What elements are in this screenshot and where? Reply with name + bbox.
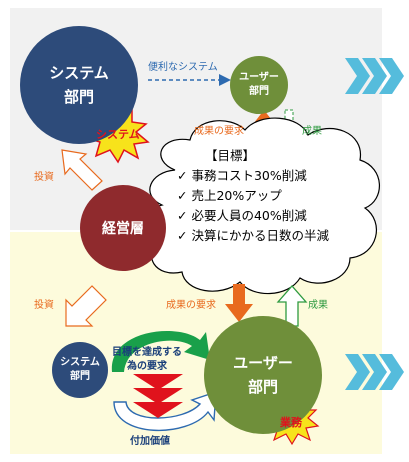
demand-results-label-top: 成果の要求 [194, 126, 244, 137]
goal-item: ✓ 必要人員の40%削減 [177, 208, 307, 223]
added-value-label: 付加価値 [130, 436, 170, 447]
investment-label-bottom: 投資 [34, 300, 54, 311]
results-arrow-bottom [276, 285, 308, 327]
investment-label-top: 投資 [34, 172, 54, 183]
user-department-node-top: ユーザー 部門 [230, 56, 288, 114]
system-department-node-bottom: システム 部門 [52, 342, 108, 398]
results-label-top: 成果 [302, 126, 322, 137]
convenient-system-label: 便利なシステム [148, 62, 218, 73]
management-node: 経営層 [80, 185, 166, 271]
goal-item: ✓ 事務コスト30%削減 [177, 168, 307, 183]
goal-requirement-label: 目標を達成する 為の要求 [112, 347, 182, 372]
chevron-down-icon [133, 374, 183, 418]
user-department-node-bottom: ユーザー 部門 [204, 316, 322, 434]
business-badge: 業務 [280, 416, 302, 429]
goal-item: ✓ 売上20%アップ [177, 188, 282, 203]
chevron-right-icon [345, 354, 404, 390]
goal-item: ✓ 決算にかかる日数の半減 [177, 228, 329, 243]
results-label-bottom: 成果 [308, 300, 328, 311]
demand-results-label-bottom: 成果の要求 [166, 300, 216, 311]
system-badge: システム [96, 128, 140, 141]
system-department-node-top: システム 部門 [20, 26, 138, 144]
investment-arrow-top [61, 149, 103, 191]
investment-arrow-bottom [65, 285, 107, 327]
goals-title: 【目標】 [205, 148, 256, 163]
goals-list: 【目標】 ✓ 事務コスト30%削減 ✓ 売上20%アップ ✓ 必要人員の40%削… [177, 146, 377, 246]
chevron-right-icon [345, 58, 404, 94]
goal-requirement-curved-arrow [111, 330, 210, 372]
demand-results-arrow-bottom [225, 284, 253, 322]
